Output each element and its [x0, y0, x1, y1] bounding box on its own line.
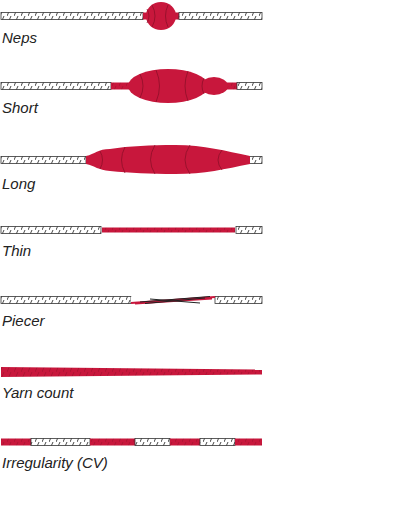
irregularity-strand [1, 439, 262, 446]
long-thick-place-yarn [1, 145, 262, 174]
piecer-yarn [1, 297, 262, 304]
short-thick-place-yarn [1, 69, 262, 103]
thin-place-yarn [1, 227, 262, 234]
fault-label: Long [2, 175, 35, 193]
fault-label: Yarn count [2, 384, 73, 402]
fault-label: Neps [2, 29, 37, 47]
fault-label: Irregularity (CV) [2, 454, 108, 472]
fault-label: Thin [2, 242, 31, 260]
neps-yarn [1, 2, 262, 30]
fault-label: Piecer [2, 312, 45, 330]
fault-label: Short [2, 99, 38, 117]
yarn-count-strand [1, 367, 262, 377]
